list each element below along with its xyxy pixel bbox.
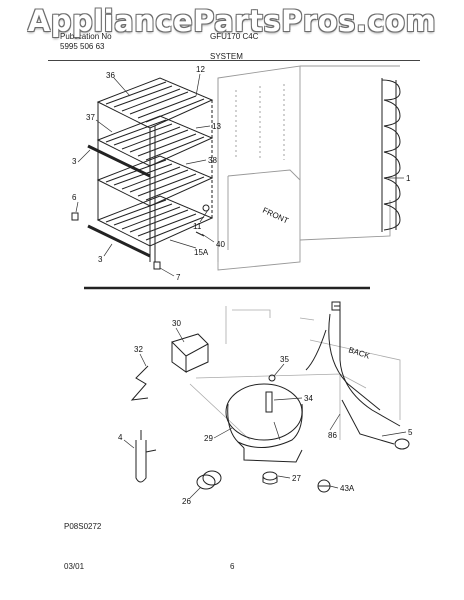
lower-leaders — [123, 327, 407, 499]
callout-35: 35 — [280, 355, 289, 364]
filter-drier — [135, 430, 157, 483]
header-rule — [48, 60, 420, 61]
condenser-coil — [381, 78, 401, 232]
power-cord — [130, 365, 149, 401]
section-title: SYSTEM — [210, 52, 243, 61]
upper-leaders — [75, 73, 404, 277]
relay-overload — [171, 333, 209, 373]
callout-3-lower: 3 — [98, 255, 103, 264]
mounting-grommet-27 — [262, 471, 278, 485]
callout-32: 32 — [134, 345, 143, 354]
back-label: BACK — [347, 345, 371, 360]
clip-6 — [71, 212, 79, 221]
compressor — [225, 374, 303, 463]
machine-compartment — [189, 306, 401, 441]
clip-7 — [153, 261, 161, 270]
callout-43a: 43A — [340, 484, 355, 493]
page-number: 6 — [230, 562, 235, 571]
callout-4: 4 — [118, 433, 123, 442]
watermark: AppliancePartsPros.com — [27, 4, 437, 38]
callout-30: 30 — [172, 319, 181, 328]
callout-38: 38 — [208, 156, 217, 165]
callout-40: 40 — [216, 240, 225, 249]
callout-36: 36 — [106, 71, 115, 80]
publication-label: Publication No — [60, 32, 112, 41]
front-label: FRONT — [261, 206, 290, 226]
callout-11: 11 — [193, 222, 202, 231]
trim-strip-lower — [87, 224, 151, 258]
callout-37: 37 — [86, 113, 95, 122]
evaporator-shelves — [96, 77, 214, 262]
callout-86: 86 — [328, 431, 337, 440]
callout-12: 12 — [196, 65, 205, 74]
callout-3-upper: 3 — [72, 157, 77, 166]
publication-number: 5995 506 63 — [60, 42, 105, 51]
clamp-40 — [195, 231, 205, 237]
callout-34: 34 — [304, 394, 313, 403]
callout-29: 29 — [204, 434, 213, 443]
cabinet-outline — [217, 65, 400, 271]
grommet-26 — [196, 470, 222, 490]
revision-date: 03/01 — [64, 562, 85, 571]
trim-strip-upper — [87, 144, 151, 178]
callout-5: 5 — [408, 428, 413, 437]
grommet-11 — [202, 204, 210, 212]
figure-code: P08S0272 — [64, 522, 102, 531]
model-number: GFU170 C4C — [210, 32, 259, 41]
callout-15a: 15A — [194, 248, 209, 257]
callout-27: 27 — [292, 474, 301, 483]
callout-6: 6 — [72, 193, 77, 202]
callout-7: 7 — [176, 273, 181, 282]
callout-13: 13 — [212, 122, 221, 131]
callout-1: 1 — [406, 174, 411, 183]
clamp-43a — [317, 479, 331, 493]
callout-26: 26 — [182, 497, 191, 506]
tubing-lines — [305, 301, 410, 450]
